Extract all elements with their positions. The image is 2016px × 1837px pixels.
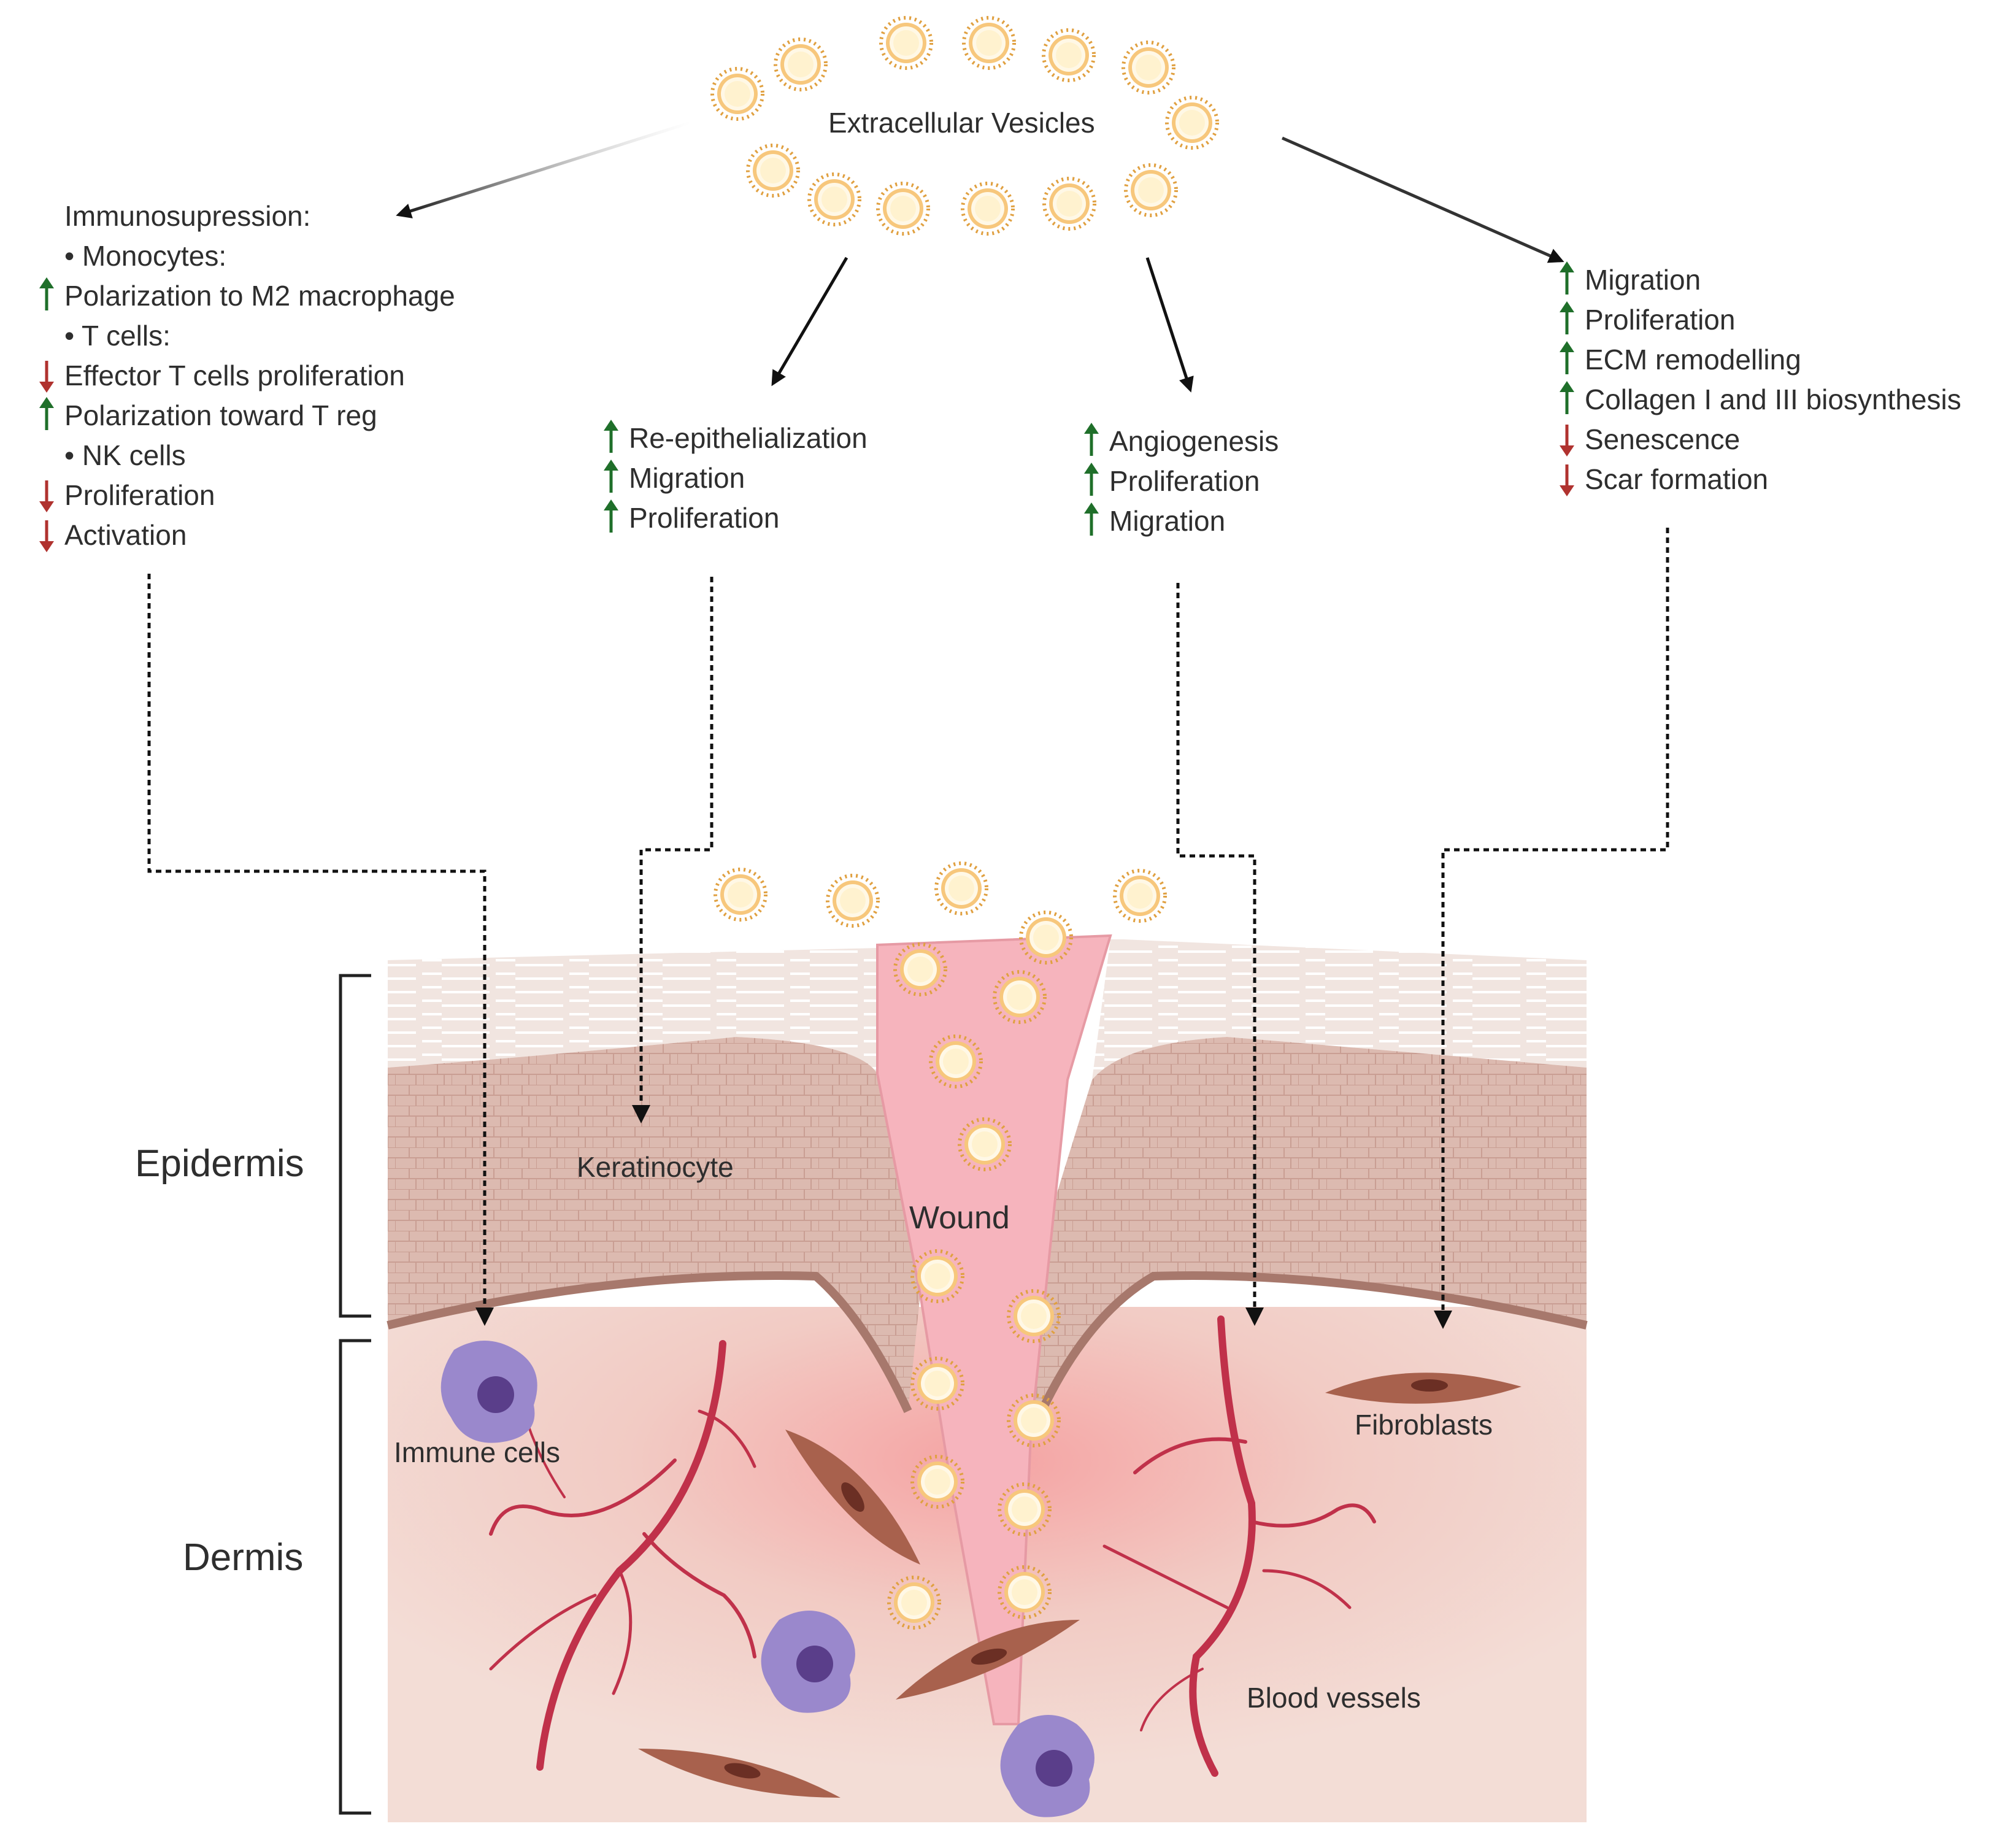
- vesicle: [712, 69, 763, 119]
- effect-item-text: • NK cells: [64, 439, 186, 471]
- decrease-arrow-icon: [37, 476, 56, 515]
- dotted-connectors: [147, 528, 1669, 1329]
- increase-arrow-icon: [1558, 380, 1576, 420]
- blood-vessels-left: [489, 1340, 756, 1771]
- vesicle: [878, 183, 928, 234]
- increase-arrow-icon: [602, 498, 620, 538]
- increase-arrow-icon: [1558, 340, 1576, 380]
- epidermis-cells-right: [1031, 1037, 1587, 1436]
- vesicle: [809, 174, 860, 225]
- epidermis-cells-left: [388, 1037, 920, 1411]
- effect-item-text: ECM remodelling: [1585, 344, 1801, 375]
- effect-item-text: Proliferation: [629, 502, 780, 534]
- increase-arrow-icon: [1082, 422, 1101, 461]
- effect-item-text: Senescence: [1585, 423, 1741, 455]
- effect-item-text: Migration: [629, 462, 745, 494]
- arrow-to-keratinocyte: [771, 256, 848, 387]
- fibroblasts-label: Fibroblasts: [1355, 1409, 1493, 1441]
- effect-item-text: Collagen I and III biosynthesis: [1585, 383, 1961, 415]
- effect-item-text: Proliferation: [64, 479, 215, 511]
- increase-arrow-icon: [602, 458, 620, 498]
- increase-arrow-icon: [37, 396, 56, 436]
- immune-cell-3: [1000, 1715, 1095, 1817]
- arrow-to-fibroblast: [1281, 136, 1564, 263]
- epidermis-label: Epidermis: [135, 1142, 304, 1185]
- vesicle: [1123, 42, 1174, 93]
- fibroblast-4: [638, 1749, 841, 1798]
- immune-cells-label: Immune cells: [394, 1436, 560, 1468]
- blood-vessels-right: [1102, 1315, 1376, 1777]
- effect-item-text: Polarization to M2 macrophage: [64, 280, 455, 312]
- wound: [876, 934, 1112, 1725]
- connector-endothelial: [1176, 583, 1264, 1326]
- effect-item-text: Activation: [64, 519, 187, 551]
- fibroblast-2: [785, 1430, 920, 1565]
- effect-item-text: Effector T cells proliferation: [64, 360, 405, 391]
- stratum-corneum: [388, 948, 877, 1074]
- increase-arrow-icon: [1082, 461, 1101, 501]
- decrease-arrow-icon: [1558, 420, 1576, 460]
- effect-item-text: Proliferation: [1585, 304, 1736, 336]
- effect-item-text: Scar formation: [1585, 463, 1769, 495]
- decrease-arrow-icon: [37, 515, 56, 555]
- arrow-to-endothelial: [1145, 257, 1194, 393]
- vesicle: [881, 18, 931, 68]
- effect-item-text: • T cells:: [64, 320, 171, 352]
- vesicle: [1126, 165, 1176, 215]
- effect-item-text: Polarization toward T reg: [64, 399, 377, 431]
- increase-arrow-icon: [1558, 300, 1576, 340]
- vesicle: [748, 145, 798, 196]
- skin-section: [387, 934, 1588, 1822]
- stratum-corneum-right: [1092, 939, 1587, 1080]
- increase-arrow-icon: [1082, 501, 1101, 541]
- effect-item-text: Angiogenesis: [1109, 425, 1279, 457]
- dermis-bracket: [339, 1339, 371, 1815]
- wound-label: Wound: [909, 1200, 1010, 1236]
- vesicle: [964, 18, 1014, 68]
- dermis-label: Dermis: [183, 1536, 304, 1579]
- immune-cell-1: [441, 1341, 537, 1443]
- immune-cell-2: [761, 1611, 855, 1713]
- effect-item-text: Proliferation: [1109, 465, 1260, 497]
- vesicle: [1044, 179, 1095, 229]
- vesicle: [775, 39, 826, 90]
- increase-arrow-icon: [1558, 260, 1576, 300]
- increase-arrow-icon: [602, 418, 620, 458]
- decrease-arrow-icon: [1558, 460, 1576, 499]
- fibroblast-3: [896, 1620, 1080, 1700]
- keratinocyte-label: Keratinocyte: [577, 1151, 734, 1183]
- vesicle: [1044, 30, 1094, 80]
- connector-keratinocyte: [632, 577, 714, 1123]
- immune-effects-title: Immunosupression:: [64, 200, 311, 232]
- increase-arrow-icon: [37, 276, 56, 316]
- effect-item-text: Migration: [1109, 505, 1226, 537]
- effect-item-text: Migration: [1585, 264, 1701, 296]
- arrow-to-immune: [396, 121, 691, 218]
- extracellular-vesicles-label: Extracellular Vesicles: [828, 107, 1095, 139]
- blood-vessels-label: Blood vessels: [1247, 1682, 1421, 1714]
- effect-item-text: • Monocytes:: [64, 240, 227, 272]
- connector-immune: [147, 574, 494, 1326]
- connector-fibroblast: [1434, 528, 1669, 1329]
- vesicle: [963, 183, 1013, 234]
- effect-item-text: Re-epithelialization: [629, 422, 868, 454]
- fibroblast-1: [1325, 1373, 1522, 1404]
- epidermis-bracket: [339, 974, 371, 1318]
- ev-arrows: [396, 121, 1564, 393]
- vesicle: [1167, 98, 1217, 148]
- decrease-arrow-icon: [37, 356, 56, 396]
